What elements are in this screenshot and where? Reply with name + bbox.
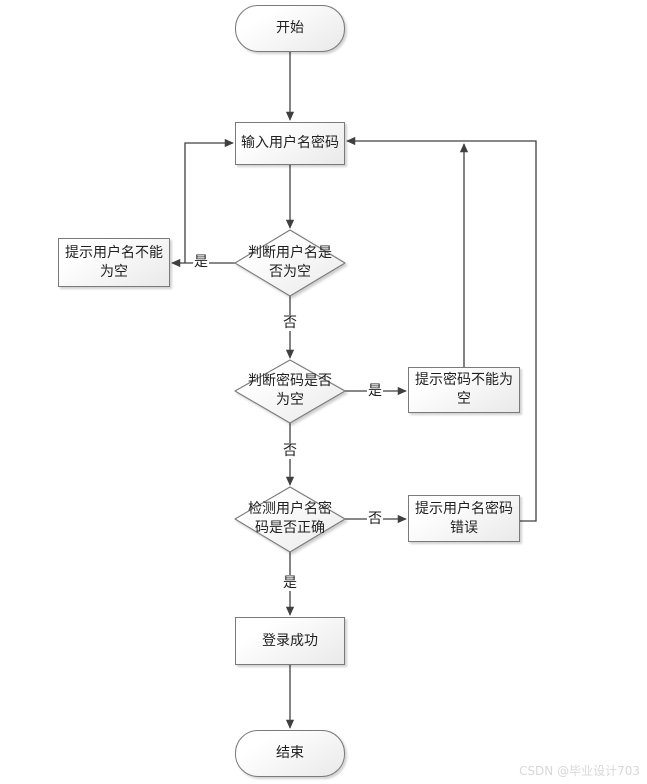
decision-username-empty-label: 判断用户名是否为空 — [248, 245, 332, 280]
flow-node-end-label: 结束 — [276, 745, 304, 761]
csdn-watermark: CSDN @毕业设计703 — [519, 764, 640, 778]
flow-node-input-credentials: 输入用户名密码 — [235, 122, 345, 165]
edge-label-password-yes: 是 — [367, 383, 383, 399]
flow-node-login-success: 登录成功 — [235, 617, 345, 665]
edge-label-username-yes: 是 — [193, 254, 209, 270]
flow-node-login-success-label: 登录成功 — [262, 632, 318, 649]
edge-label-username-no: 否 — [282, 315, 298, 331]
edge-wrong-tip-feedback — [346, 136, 537, 522]
decision-credentials-correct-label: 检测用户名密码是否正确 — [248, 501, 332, 536]
flow-node-tip-password-empty-label: 提示密码不能为空 — [415, 372, 513, 407]
decision-password-empty-shape — [234, 359, 346, 424]
flow-node-end: 结束 — [235, 730, 345, 777]
edge-username-tip-feedback — [184, 138, 234, 263]
flow-node-tip-credentials-wrong-label: 提示用户名密码错误 — [415, 500, 513, 536]
flow-node-start: 开始 — [235, 5, 345, 52]
flow-node-tip-username-empty-label: 提示用户名不能为空 — [65, 244, 163, 280]
flow-node-tip-username-empty: 提示用户名不能为空 — [58, 238, 170, 287]
flow-node-input-credentials-label: 输入用户名密码 — [241, 135, 339, 151]
decision-credentials-correct-shape — [234, 486, 346, 553]
edge-label-password-no: 否 — [282, 443, 298, 459]
decision-username-empty-shape — [234, 229, 346, 297]
edge-label-credentials-no: 否 — [367, 511, 383, 527]
flow-node-tip-password-empty: 提示密码不能为空 — [408, 367, 520, 413]
flow-node-tip-credentials-wrong: 提示用户名密码错误 — [408, 495, 520, 542]
flow-node-start-label: 开始 — [276, 20, 304, 36]
edge-label-credentials-yes: 是 — [282, 575, 298, 591]
decision-password-empty-label: 判断密码是否为空 — [248, 373, 332, 408]
